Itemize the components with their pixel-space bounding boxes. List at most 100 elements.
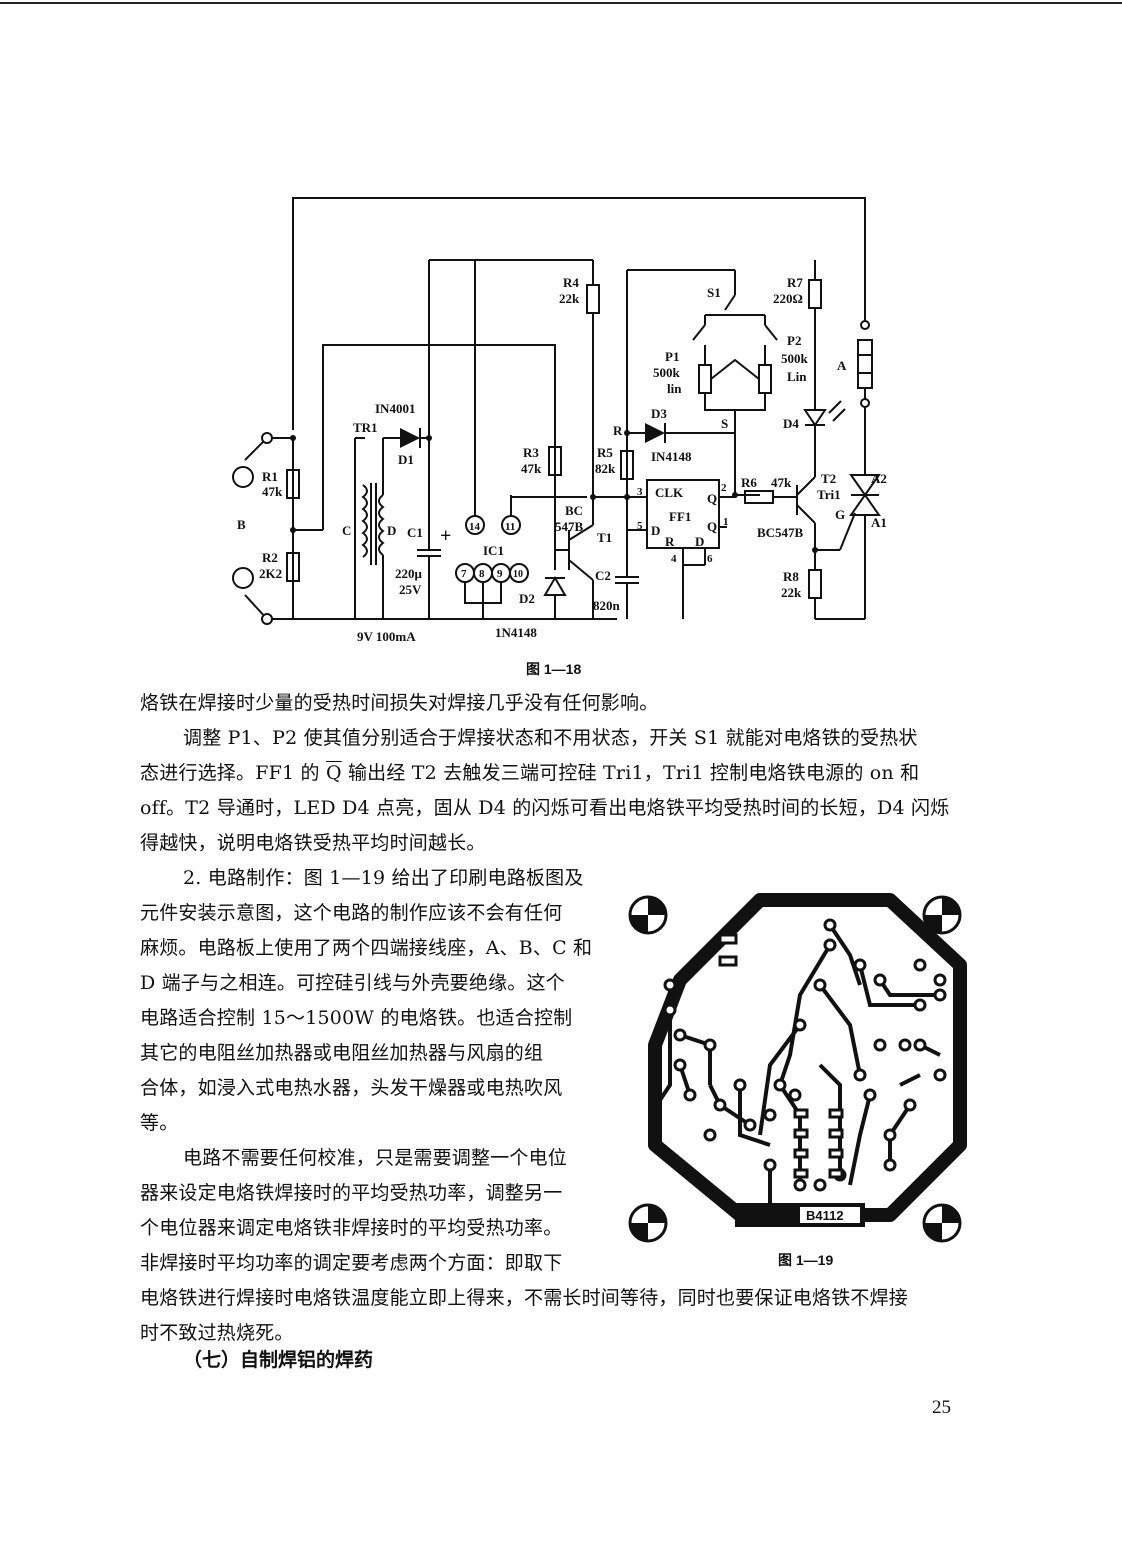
pcb-board-label: B4112 [806,1208,844,1223]
label-c1: C1 [407,525,423,540]
label-r-node: R [613,423,623,438]
label-ff-d-input: D [651,523,660,538]
label-pin11: 11 [505,521,515,533]
label-pin10: 10 [513,569,523,580]
page-number: 25 [932,1397,951,1418]
label-qbar-output: Q [707,519,717,534]
paragraph-line: 2. 电路制作：图 1—19 给出了印刷电路板图及 [183,867,584,889]
label-plus: + [440,525,451,547]
label-c1-voltage: 25V [399,582,422,597]
label-r5: R5 [597,445,613,460]
label-ff-r: R [665,534,675,549]
label-c2: C2 [595,568,611,583]
label-tr1: TR1 [353,420,378,435]
circuit-schematic: TR1 R1 47k R2 2K2 B C D IN4001 D1 C1 220… [232,197,887,644]
label-a: A [837,358,847,373]
label-ff-d: D [695,534,704,549]
label-s-node: S [721,416,728,431]
label-p1-value: 500k [653,365,681,380]
label-pin8: 8 [479,568,485,580]
label-ff1: FF1 [669,509,691,524]
label-r7-value: 220Ω [773,291,803,306]
paragraph-line: 非焊接时平均功率的调定要考虑两个方面：即取下 [140,1252,563,1274]
label-r6: R6 [741,475,757,490]
q-bar-symbol: Q [325,762,342,784]
label-p2-lin: Lin [787,369,807,384]
label-r4-value: 22k [559,291,580,306]
label-tri1: Tri1 [817,487,841,502]
label-d3: D3 [651,406,667,421]
label-c: C [342,523,351,538]
label-s1: S1 [707,285,721,300]
paragraph-line: 得越快，说明电烙铁受热平均时间越长。 [140,832,486,854]
label-r1-value: 47k [262,484,283,499]
paragraph-line: 麻烦。电路板上使用了两个四端接线座，A、B、C 和 [140,937,593,959]
label-t1: T1 [597,530,612,545]
label-clk: CLK [655,485,684,500]
mounting-hole [922,895,962,935]
label-p1: P1 [665,349,679,364]
label-pin7: 7 [461,568,467,580]
label-p1-lin: lin [667,381,682,396]
label-r3-value: 47k [521,461,542,476]
mounting-hole [628,1203,668,1243]
paragraph-line: off。T2 导通时，LED D4 点亮，固从 D4 的闪烁可看出电烙铁平均受热… [140,797,950,819]
label-ff-pin4: 4 [671,553,677,565]
text-run: 输出经 T2 去触发三端可控硅 Tri1，Tri1 控制电烙铁电源的 on 和 [341,762,920,784]
label-r2: R2 [262,550,278,565]
paragraph-line: 合体，如浸入式电热水器，头发干燥器或电热吹风 [140,1077,563,1099]
mounting-hole [628,895,668,935]
label-bc547: 547B [555,519,584,534]
label-supply: 9V 100mA [357,629,416,644]
label-p2: P2 [787,333,801,348]
label-r3: R3 [523,445,539,460]
label-d1-type: IN4001 [375,401,415,416]
paragraph-line: 态进行选择。FF1 的 Q 输出经 T2 去触发三端可控硅 Tri1，Tri1 … [140,756,919,791]
label-ic1: IC1 [483,543,504,558]
paragraph-line: 烙铁在焊接时少量的受热时间损失对焊接几乎没有任何影响。 [140,692,659,714]
label-b: B [237,517,246,532]
label-d4: D4 [783,416,799,431]
figure-caption-1-19: 图 1—19 [778,1252,834,1268]
label-ff-pin1: 1 [723,516,729,528]
paragraph-line: 电烙铁进行焊接时电烙铁温度能立即上得来，不需长时间等待，同时也要保证电烙铁不焊接 [140,1287,909,1309]
label-pin9: 9 [497,568,503,580]
label-a1: A1 [871,515,887,530]
label-c2-value: 820n [593,598,621,613]
label-r2-value: 2K2 [259,566,282,581]
label-d2-type: 1N4148 [495,625,537,640]
text-run: 态进行选择。FF1 的 [140,762,326,784]
paragraph-line: D 端子与之相连。可控硅引线与外壳要绝缘。这个 [140,972,565,994]
label-a2: A2 [871,471,887,486]
label-d2: D2 [519,591,535,606]
label-bc: BC [565,503,583,518]
label-r4: R4 [563,275,579,290]
label-ff-pin6: 6 [707,553,713,565]
label-r1: R1 [262,469,278,484]
label-r7: R7 [787,275,803,290]
paragraph-line: 等。 [140,1112,179,1134]
label-ff-pin5: 5 [637,520,643,532]
label-r5-value: 82k [595,461,616,476]
paragraph-line: 时不致过热烧死。 [140,1322,294,1344]
label-ff-pin2: 2 [721,482,727,494]
label-pin14: 14 [469,521,481,533]
paragraph-line: 元件安装示意图，这个电路的制作应该不会有任何 [140,902,563,924]
label-r8: R8 [783,569,799,584]
label-bc547b-t2: BC547B [757,525,804,540]
label-p2-value: 500k [781,351,809,366]
mounting-hole [922,1203,962,1243]
paragraph-line: 器来设定电烙铁焊接时的平均受热功率，调整另一 [140,1182,563,1204]
label-d3-type: IN4148 [651,449,692,464]
label-d1: D1 [398,452,414,467]
label-t2: T2 [821,471,836,486]
paragraph-line: 电路适合控制 15～1500W 的电烙铁。也适合控制 [140,1007,573,1029]
label-g: G [835,507,845,522]
paragraph-line: 其它的电阻丝加热器或电阻丝加热器与风扇的组 [140,1042,544,1064]
top-rule [0,2,1122,4]
paragraph-line: 个电位器来调定电烙铁非焊接时的平均受热功率。 [140,1217,563,1239]
label-d: D [387,523,396,538]
label-c1-value: 220μ [395,566,423,581]
paragraph-line: 电路不需要任何校准，只是需要调整一个电位 [183,1147,568,1169]
label-r8-value: 22k [781,585,802,600]
